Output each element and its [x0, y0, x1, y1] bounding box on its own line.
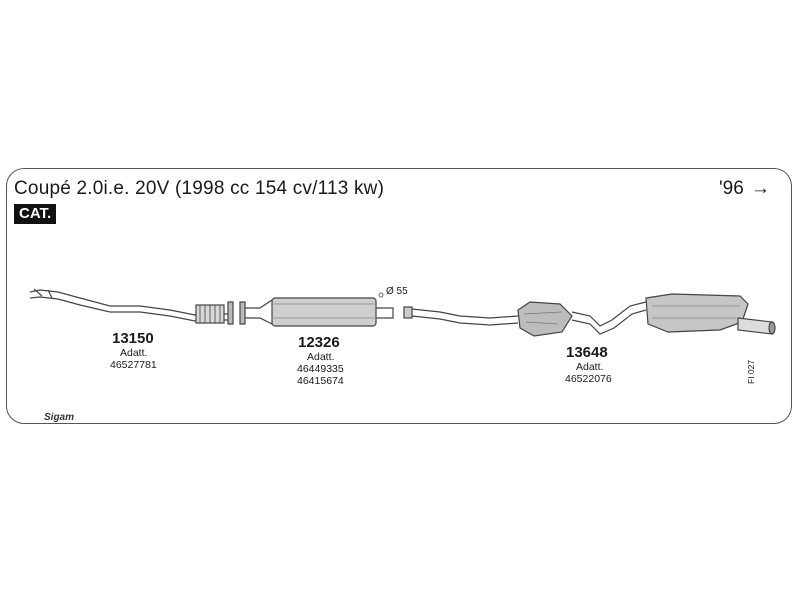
center-resonator — [271, 297, 377, 327]
adapt-label-13648: Adatt. — [576, 361, 604, 373]
ref-number-12326-b: 46415674 — [297, 375, 344, 387]
rear-pipe — [411, 308, 519, 326]
middle-silencer — [517, 301, 573, 337]
vehicle-title: Coupé 2.0i.e. 20V (1998 cc 154 cv/113 kw… — [14, 178, 385, 199]
adapt-label-13150: Adatt. — [120, 347, 148, 359]
part-number-13150: 13150 — [112, 330, 154, 347]
ref-number-13150: 46527781 — [110, 359, 157, 371]
figure-code: FI 027 — [746, 359, 756, 384]
adapt-label-12326: Adatt. — [307, 351, 335, 363]
year-range: '96 → — [719, 178, 770, 200]
tailpipe — [737, 317, 773, 335]
brand-logo: Sigam — [44, 412, 75, 423]
arrow-right-icon: → — [751, 178, 771, 199]
year-start: '96 — [719, 178, 744, 199]
front-flange — [227, 301, 234, 325]
ref-number-12326-a: 46449335 — [297, 363, 344, 375]
center-flange — [239, 301, 246, 325]
ref-number-13648: 46522076 — [565, 373, 612, 385]
rear-silencer — [645, 293, 749, 333]
rear-inlet — [403, 306, 413, 319]
part-number-12326: 12326 — [298, 334, 340, 351]
cat-badge: CAT. — [14, 204, 57, 224]
diameter-label: Ø 55 — [386, 286, 408, 297]
part-number-13648: 13648 — [566, 344, 608, 361]
